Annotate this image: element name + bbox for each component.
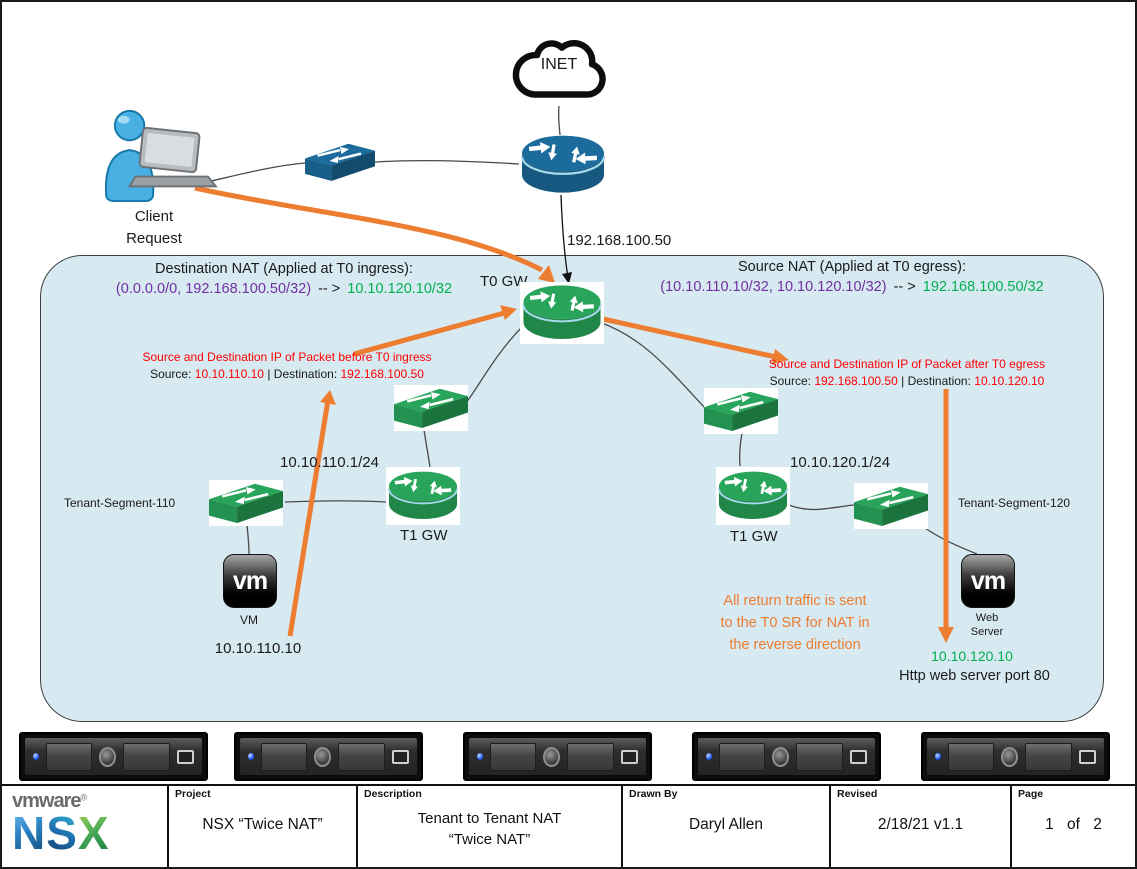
client-label: Client Request bbox=[126, 208, 182, 247]
drive-bay bbox=[796, 742, 843, 771]
drive-bay bbox=[338, 742, 385, 771]
usb-slot bbox=[176, 749, 195, 764]
src-nat-rule: Source NAT (Applied at T0 egress): (10.1… bbox=[612, 257, 1092, 297]
revised-value: 2/18/21 v1.1 bbox=[877, 816, 964, 833]
title-block: vmware® NSX Project NSX “Twice NAT” Desc… bbox=[2, 784, 1135, 867]
drive-bay bbox=[567, 742, 614, 771]
subnet-right-label: 10.10.120.1/24 bbox=[790, 454, 891, 471]
web-server-icon: vm bbox=[961, 554, 1015, 608]
t1-router-right-icon bbox=[716, 467, 790, 525]
project-value: NSX “Twice NAT” bbox=[202, 816, 323, 833]
usb-slot bbox=[620, 749, 639, 764]
uplink-switch-right-icon bbox=[704, 388, 778, 434]
drive-bay bbox=[1025, 742, 1072, 771]
tenant-switch-left-icon bbox=[209, 480, 283, 526]
drawn-by-value: Daryl Allen bbox=[688, 816, 764, 833]
power-led bbox=[477, 753, 483, 760]
wan-ip-label: 192.168.100.50 bbox=[567, 232, 672, 249]
segment-right-label: Tenant-Segment-120 bbox=[958, 496, 1071, 510]
vm-label: VM bbox=[240, 613, 258, 627]
drive-bay bbox=[123, 742, 170, 771]
page-value: 1 of 2 bbox=[1045, 816, 1102, 833]
power-knob bbox=[1001, 746, 1019, 767]
dest-nat-rule: Destination NAT (Applied at T0 ingress):… bbox=[64, 259, 504, 299]
web-ip-label: 10.10.120.10 bbox=[931, 648, 1013, 664]
page-label: Page bbox=[1018, 788, 1044, 800]
packet-before-heading: Source and Destination IP of Packet befo… bbox=[142, 350, 432, 364]
server-rack-2 bbox=[234, 732, 423, 781]
power-led bbox=[935, 753, 941, 760]
usb-slot bbox=[391, 749, 410, 764]
power-led bbox=[248, 753, 254, 760]
t1-router-left-icon bbox=[386, 467, 460, 525]
segment-left-label: Tenant-Segment-110 bbox=[64, 496, 176, 510]
t0-gateway-label: T0 GW bbox=[480, 273, 528, 290]
drawn-by-label: Drawn By bbox=[629, 788, 678, 800]
packet-before-annotation: Source and Destination IP of Packet befo… bbox=[112, 349, 462, 383]
description-value: Tenant to Tenant NAT “Twice NAT” bbox=[417, 810, 562, 848]
client-user-icon bbox=[98, 106, 218, 204]
power-knob bbox=[314, 746, 332, 767]
project-label: Project bbox=[175, 788, 211, 800]
server-rack-4 bbox=[692, 732, 881, 781]
packet-after-annotation: Source and Destination IP of Packet afte… bbox=[732, 356, 1082, 390]
logo-cell: vmware® NSX bbox=[4, 786, 169, 867]
page-cell: Page 1 of 2 bbox=[1012, 786, 1135, 867]
description-cell: Description Tenant to Tenant NAT “Twice … bbox=[358, 786, 623, 867]
dest-nat-title: Destination NAT (Applied at T0 ingress): bbox=[155, 261, 413, 277]
project-cell: Project NSX “Twice NAT” bbox=[169, 786, 358, 867]
drive-bay bbox=[718, 742, 766, 771]
src-nat-detail: (10.10.110.10/32, 10.10.120.10/32) -- > … bbox=[660, 279, 1044, 295]
power-knob bbox=[772, 746, 790, 767]
uplink-switch-left-icon bbox=[394, 385, 468, 431]
revised-cell: Revised 2/18/21 v1.1 bbox=[831, 786, 1012, 867]
drive-bay bbox=[947, 742, 995, 771]
subnet-left-label: 10.10.110.1/24 bbox=[280, 454, 379, 471]
revised-label: Revised bbox=[837, 788, 878, 800]
tenant-switch-right-icon bbox=[854, 483, 928, 529]
usb-slot bbox=[849, 749, 868, 764]
drive-bay bbox=[489, 742, 537, 771]
internet-router-icon bbox=[518, 132, 608, 198]
t0-router-icon bbox=[520, 282, 604, 344]
power-led bbox=[33, 753, 39, 760]
packet-after-heading: Source and Destination IP of Packet afte… bbox=[768, 357, 1046, 371]
web-note-label: Http web server port 80 bbox=[899, 668, 1050, 684]
packet-before-detail: Source: 10.10.110.10 | Destination: 192.… bbox=[150, 367, 424, 381]
return-traffic-note: All return traffic is sent to the T0 SR … bbox=[720, 593, 870, 653]
drive-bay bbox=[260, 742, 308, 771]
vm-icon: vm bbox=[223, 554, 277, 608]
vm-ip-label: 10.10.110.10 bbox=[214, 640, 302, 657]
t1-left-label: T1 GW bbox=[400, 527, 448, 544]
src-nat-title: Source NAT (Applied at T0 egress): bbox=[737, 259, 967, 275]
server-rack-5 bbox=[921, 732, 1110, 781]
access-switch-icon bbox=[305, 139, 375, 185]
drawn-by-cell: Drawn By Daryl Allen bbox=[623, 786, 831, 867]
usb-slot bbox=[1078, 749, 1097, 764]
server-rack-1 bbox=[19, 732, 208, 781]
power-knob bbox=[543, 746, 561, 767]
drive-bay bbox=[45, 742, 93, 771]
packet-after-detail: Source: 192.168.100.50 | Destination: 10… bbox=[769, 374, 1045, 388]
t1-right-label: T1 GW bbox=[730, 528, 778, 545]
vmware-nsx-logo: vmware® NSX bbox=[12, 790, 110, 859]
power-knob bbox=[99, 746, 117, 767]
description-label: Description bbox=[364, 788, 422, 800]
server-rack-3 bbox=[463, 732, 652, 781]
web-server-label: Web Server bbox=[970, 612, 1004, 638]
inet-label: INET bbox=[540, 56, 578, 73]
power-led bbox=[706, 753, 712, 760]
dest-nat-detail: (0.0.0.0/0, 192.168.100.50/32) -- > 10.1… bbox=[115, 281, 453, 297]
